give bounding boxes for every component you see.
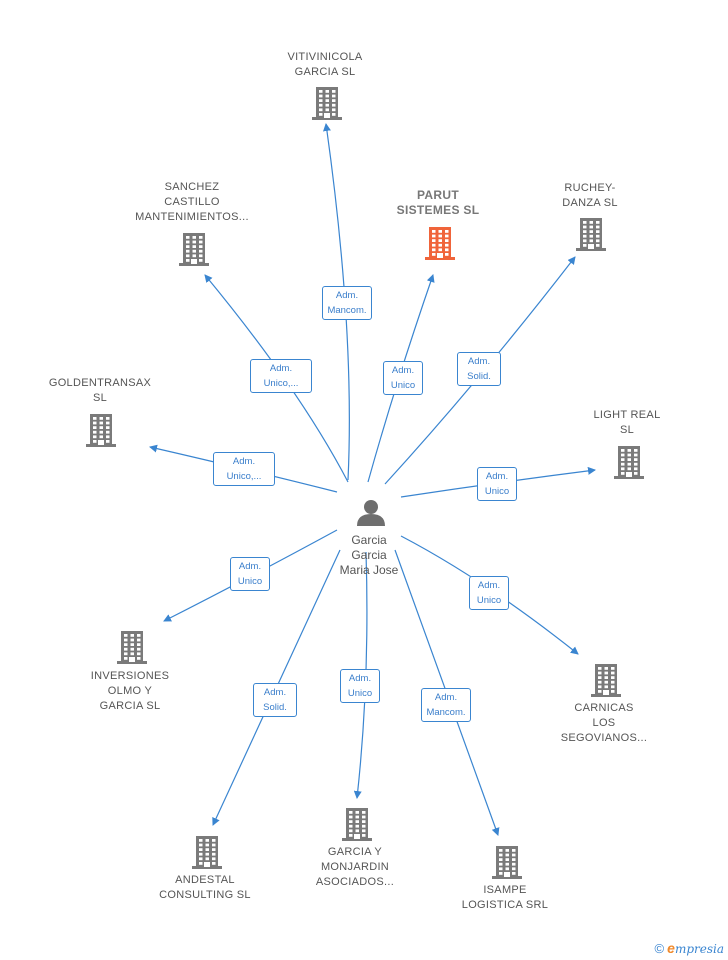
center-name-line: Garcia (351, 533, 387, 547)
company-label-line: CASTILLO (164, 196, 220, 208)
role-badge-line: Unico,... (226, 471, 262, 482)
role-badge-line: Adm. (477, 580, 501, 591)
center-name-line: Garcia (351, 548, 387, 562)
company-label-line: LOS (592, 717, 616, 729)
company-label-line: SISTEMES SL (396, 203, 480, 217)
role-badge-line: Unico,... (263, 378, 299, 389)
building-icon-monjardin[interactable] (342, 808, 372, 841)
company-label-line: SEGOVIANOS... (560, 732, 648, 744)
brand-watermark: © empresia (655, 940, 724, 956)
role-badge-line: Mancom. (426, 707, 466, 718)
company-label-line: SL (92, 392, 108, 404)
company-label-line: SL (619, 424, 635, 436)
company-label-line: ISAMPE (483, 884, 527, 896)
role-badge-line: Adm. (263, 687, 287, 698)
role-badge-line: Adm. (434, 692, 458, 703)
company-label-sanchez[interactable]: SANCHEZ CASTILLO MANTENIMIENTOS... (117, 180, 267, 225)
role-badge-line: Unico (476, 595, 502, 606)
role-badge-line: Adm. (335, 290, 359, 301)
role-badge-inversiones[interactable]: Adm. Unico (230, 557, 270, 591)
company-label-carnicas[interactable]: CARNICAS LOS SEGOVIANOS... (529, 701, 679, 746)
company-label-lightreal[interactable]: LIGHT REAL SL (552, 408, 702, 438)
role-badge-line: Unico (484, 486, 510, 497)
company-label-line: SANCHEZ (164, 181, 220, 193)
building-icon-carnicas[interactable] (591, 664, 621, 697)
company-label-line: LOGISTICA SRL (461, 899, 549, 911)
company-label-line: MONJARDIN (320, 861, 390, 873)
company-label-line: GARCIA SL (294, 66, 356, 78)
center-name-line: Maria Jose (339, 563, 399, 577)
company-label-line: INVERSIONES (90, 670, 170, 682)
role-badge-line: Adm. (391, 365, 415, 376)
role-badge-line: Unico (237, 576, 263, 587)
role-badge-line: Solid. (263, 702, 287, 713)
role-badge-line: Adm. (348, 673, 372, 684)
role-badge-line: Adm. (485, 471, 509, 482)
role-badge-isampe[interactable]: Adm. Mancom. (421, 688, 471, 722)
building-icon-lightreal[interactable] (614, 446, 644, 479)
role-badge-monjardin[interactable]: Adm. Unico (340, 669, 380, 703)
company-label-line: MANTENIMIENTOS... (135, 211, 249, 223)
role-badge-sanchez[interactable]: Adm. Unico,... (250, 359, 312, 393)
company-label-goldentransax[interactable]: GOLDENTRANSAX SL (25, 376, 175, 406)
building-icon-goldentransax[interactable] (86, 414, 116, 447)
company-label-line: GOLDENTRANSAX (48, 377, 152, 389)
copyright-symbol: © (654, 940, 665, 956)
company-label-line: CONSULTING SL (159, 889, 251, 901)
role-badge-goldentransax[interactable]: Adm. Unico,... (213, 452, 275, 486)
company-label-monjardin[interactable]: GARCIA Y MONJARDIN ASOCIADOS... (280, 845, 430, 890)
building-icon-inversiones[interactable] (117, 631, 147, 664)
company-label-line: LIGHT REAL (593, 409, 661, 421)
company-label-isampe[interactable]: ISAMPE LOGISTICA SRL (430, 883, 580, 913)
person-icon (357, 500, 385, 526)
center-person-label: Garcia Garcia Maria Jose (309, 533, 429, 578)
role-badge-parut[interactable]: Adm. Unico (383, 361, 423, 395)
role-badge-ruchey[interactable]: Adm. Solid. (457, 352, 501, 386)
company-label-line: VITIVINICOLA (287, 51, 363, 63)
company-label-ruchey[interactable]: RUCHEY- DANZA SL (515, 181, 665, 211)
building-icon-ruchey[interactable] (576, 218, 606, 251)
role-badge-line: Adm. (232, 456, 256, 467)
role-badge-line: Adm. (467, 356, 491, 367)
company-label-line: ANDESTAL (175, 874, 235, 886)
company-label-line: CARNICAS (574, 702, 634, 714)
company-label-line: GARCIA Y (327, 846, 383, 858)
company-label-vitivinicola[interactable]: VITIVINICOLA GARCIA SL (250, 50, 400, 80)
role-badge-line: Mancom. (327, 305, 367, 316)
role-badge-carnicas[interactable]: Adm. Unico (469, 576, 509, 610)
company-label-line: OLMO Y (107, 685, 153, 697)
company-label-line: RUCHEY- (564, 182, 616, 194)
role-badge-line: Unico (390, 380, 416, 391)
company-label-inversiones[interactable]: INVERSIONES OLMO Y GARCIA SL (55, 669, 205, 714)
role-badge-line: Unico (347, 688, 373, 699)
role-badge-vitivinicola[interactable]: Adm. Mancom. (322, 286, 372, 320)
company-label-line: DANZA SL (562, 197, 618, 209)
building-icon-vitivinicola[interactable] (312, 87, 342, 120)
building-icon-parut[interactable] (425, 227, 455, 260)
role-badge-line: Adm. (238, 561, 262, 572)
role-badge-lightreal[interactable]: Adm. Unico (477, 467, 517, 501)
brand-logo-text: mpresia (674, 942, 724, 956)
role-badge-andestal[interactable]: Adm. Solid. (253, 683, 297, 717)
brand-logo-e: e (667, 940, 675, 956)
company-label-line: ASOCIADOS... (315, 876, 395, 888)
building-icon-andestal[interactable] (192, 836, 222, 869)
role-badge-line: Adm. (269, 363, 293, 374)
building-icon-isampe[interactable] (492, 846, 522, 879)
company-label-line: GARCIA SL (99, 700, 161, 712)
building-icon-sanchez[interactable] (179, 233, 209, 266)
role-badge-line: Solid. (467, 371, 491, 382)
company-label-line: PARUT (417, 188, 459, 202)
company-label-andestal[interactable]: ANDESTAL CONSULTING SL (130, 873, 280, 903)
